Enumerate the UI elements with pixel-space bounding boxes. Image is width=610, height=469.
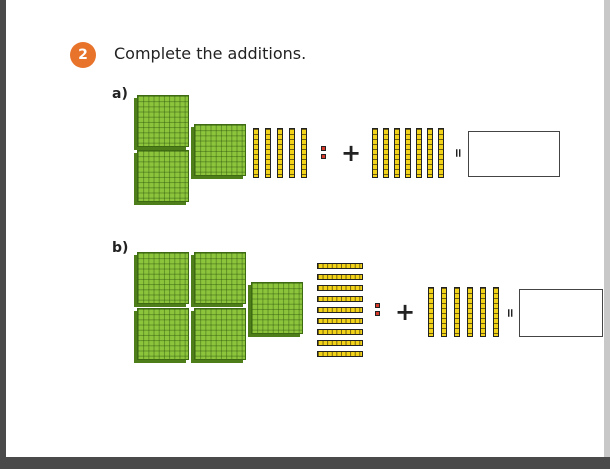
hundreds-flat xyxy=(137,308,189,360)
tens-rod xyxy=(317,329,363,335)
ones-cube xyxy=(321,154,326,159)
question-number-badge: 2 xyxy=(70,42,96,68)
tens-rod xyxy=(317,296,363,302)
tens-rod xyxy=(480,287,486,337)
part-b-answer-box[interactable] xyxy=(519,289,603,337)
tens-rod xyxy=(253,128,259,178)
hundreds-flat xyxy=(137,150,189,202)
tens-rod xyxy=(427,128,433,178)
tens-rod xyxy=(383,128,389,178)
tens-rod xyxy=(301,128,307,178)
hundreds-flat xyxy=(194,252,246,304)
plus-sign: + xyxy=(395,298,416,326)
plus-sign: + xyxy=(341,139,362,167)
tens-rod xyxy=(317,307,363,313)
tens-rod xyxy=(289,128,295,178)
tens-rod xyxy=(317,340,363,346)
tens-rod xyxy=(317,263,363,269)
hundreds-flat xyxy=(194,308,246,360)
window-bottom-border xyxy=(0,457,610,469)
hundreds-flat xyxy=(194,124,246,176)
equals-sign: = xyxy=(451,147,466,159)
question-instruction: Complete the additions. xyxy=(114,44,307,63)
tens-rod xyxy=(317,274,363,280)
tens-rod xyxy=(372,128,378,178)
ones-cube xyxy=(321,146,326,151)
tens-rod xyxy=(454,287,460,337)
tens-rod xyxy=(317,351,363,357)
ones-cube xyxy=(375,311,380,316)
tens-rod xyxy=(405,128,411,178)
tens-rod xyxy=(438,128,444,178)
tens-rod xyxy=(441,287,447,337)
hundreds-flat xyxy=(251,282,303,334)
tens-rod xyxy=(317,318,363,324)
tens-rod xyxy=(467,287,473,337)
part-a-answer-box[interactable] xyxy=(468,131,560,177)
equals-sign: = xyxy=(503,307,518,319)
part-b-label: b) xyxy=(112,240,129,256)
tens-rod xyxy=(317,285,363,291)
tens-rod xyxy=(493,287,499,337)
window-left-border xyxy=(0,0,6,469)
part-a-label: a) xyxy=(112,86,128,102)
hundreds-flat xyxy=(137,252,189,304)
tens-rod xyxy=(277,128,283,178)
tens-rod xyxy=(394,128,400,178)
tens-rod xyxy=(265,128,271,178)
hundreds-flat xyxy=(137,95,189,147)
tens-rod xyxy=(428,287,434,337)
tens-rod xyxy=(416,128,422,178)
ones-cube xyxy=(375,303,380,308)
window-right-border xyxy=(604,0,610,469)
